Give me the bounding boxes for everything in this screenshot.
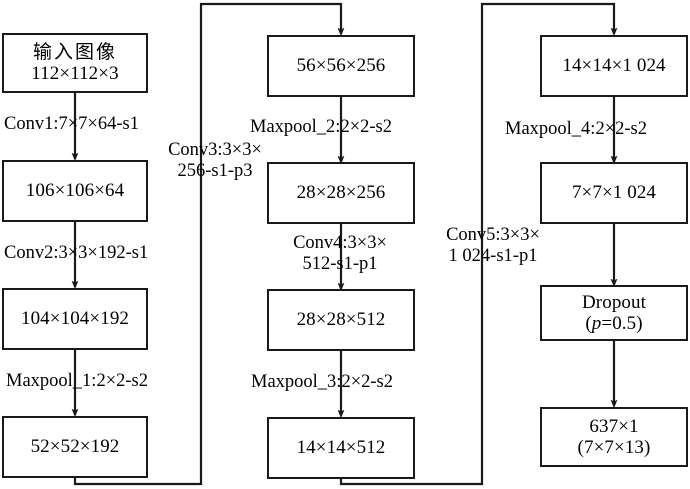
edge-label-conv4-line1: Conv4:3×3×	[293, 233, 387, 253]
node-conv2-output: 104×104×192	[2, 288, 148, 350]
edge-label-conv2: Conv2:3×3×192-s1	[4, 243, 149, 263]
dropout-value: =0.5)	[601, 313, 643, 334]
edge-label-maxpool1: Maxpool_1:2×2-s2	[6, 371, 148, 391]
node-dropout-label: Dropout	[581, 291, 647, 313]
edge-label-conv3-line2: 256-s1-p3	[177, 161, 253, 182]
node-output-line1: 637×1	[589, 415, 639, 437]
node-conv1-output: 106×106×64	[2, 160, 148, 222]
edge-label-conv4-line2: 512-s1-p1	[302, 254, 378, 275]
node-maxpool2-output-label: 28×28×256	[296, 182, 386, 204]
node-conv1-output-label: 106×106×64	[25, 180, 125, 202]
edge-label-maxpool3: Maxpool_3:2×2-s2	[251, 372, 393, 392]
edge-label-maxpool2: Maxpool_2:2×2-s2	[250, 117, 392, 137]
edge-label-maxpool4: Maxpool_4:2×2-s2	[505, 119, 647, 139]
node-maxpool4-output-label: 7×7×1 024	[571, 182, 657, 204]
node-conv5-output: 14×14×1 024	[540, 35, 688, 97]
edge-label-conv4: Conv4:3×3× 512-s1-p1	[260, 233, 420, 276]
dropout-p-symbol: p	[591, 313, 602, 334]
node-maxpool3-output-label: 14×14×512	[296, 437, 386, 459]
node-maxpool1-output: 52×52×192	[2, 416, 148, 478]
node-output-line2: (7×7×13)	[577, 437, 651, 458]
node-conv3-output-label: 56×56×256	[296, 55, 386, 77]
node-conv4-output: 28×28×512	[267, 289, 415, 351]
edge-label-conv5-line2: 1 024-s1-p1	[448, 246, 538, 267]
node-dropout-param: (p=0.5)	[585, 313, 642, 334]
node-maxpool1-output-label: 52×52×192	[30, 436, 120, 458]
node-maxpool4-output: 7×7×1 024	[540, 162, 688, 224]
node-conv2-output-label: 104×104×192	[20, 308, 130, 330]
node-maxpool2-output: 28×28×256	[267, 162, 415, 224]
node-conv4-output-label: 28×28×512	[296, 309, 386, 331]
edge-label-conv5: Conv5:3×3× 1 024-s1-p1	[423, 225, 563, 268]
edge-label-conv3: Conv3:3×3× 256-s1-p3	[150, 140, 280, 183]
edge-label-conv3-line1: Conv3:3×3×	[168, 140, 262, 160]
edge-label-conv1: Conv1:7×7×64-s1	[4, 114, 139, 134]
node-input-image-line2: 112×112×3	[31, 63, 119, 84]
node-input-image: 输入图像 112×112×3	[2, 33, 148, 93]
dropout-paren-open: (	[585, 313, 592, 334]
edge-label-conv5-line1: Conv5:3×3×	[446, 225, 540, 245]
node-maxpool3-output: 14×14×512	[267, 417, 415, 479]
node-conv5-output-label: 14×14×1 024	[562, 55, 666, 77]
wire-conv3-bridge	[73, 2, 345, 486]
node-input-image-line1: 输入图像	[32, 40, 117, 63]
node-dropout: Dropout (p=0.5)	[540, 285, 688, 341]
node-conv3-output: 56×56×256	[267, 35, 415, 97]
node-output: 637×1 (7×7×13)	[540, 407, 688, 467]
wire-conv5-bridge	[339, 2, 618, 486]
